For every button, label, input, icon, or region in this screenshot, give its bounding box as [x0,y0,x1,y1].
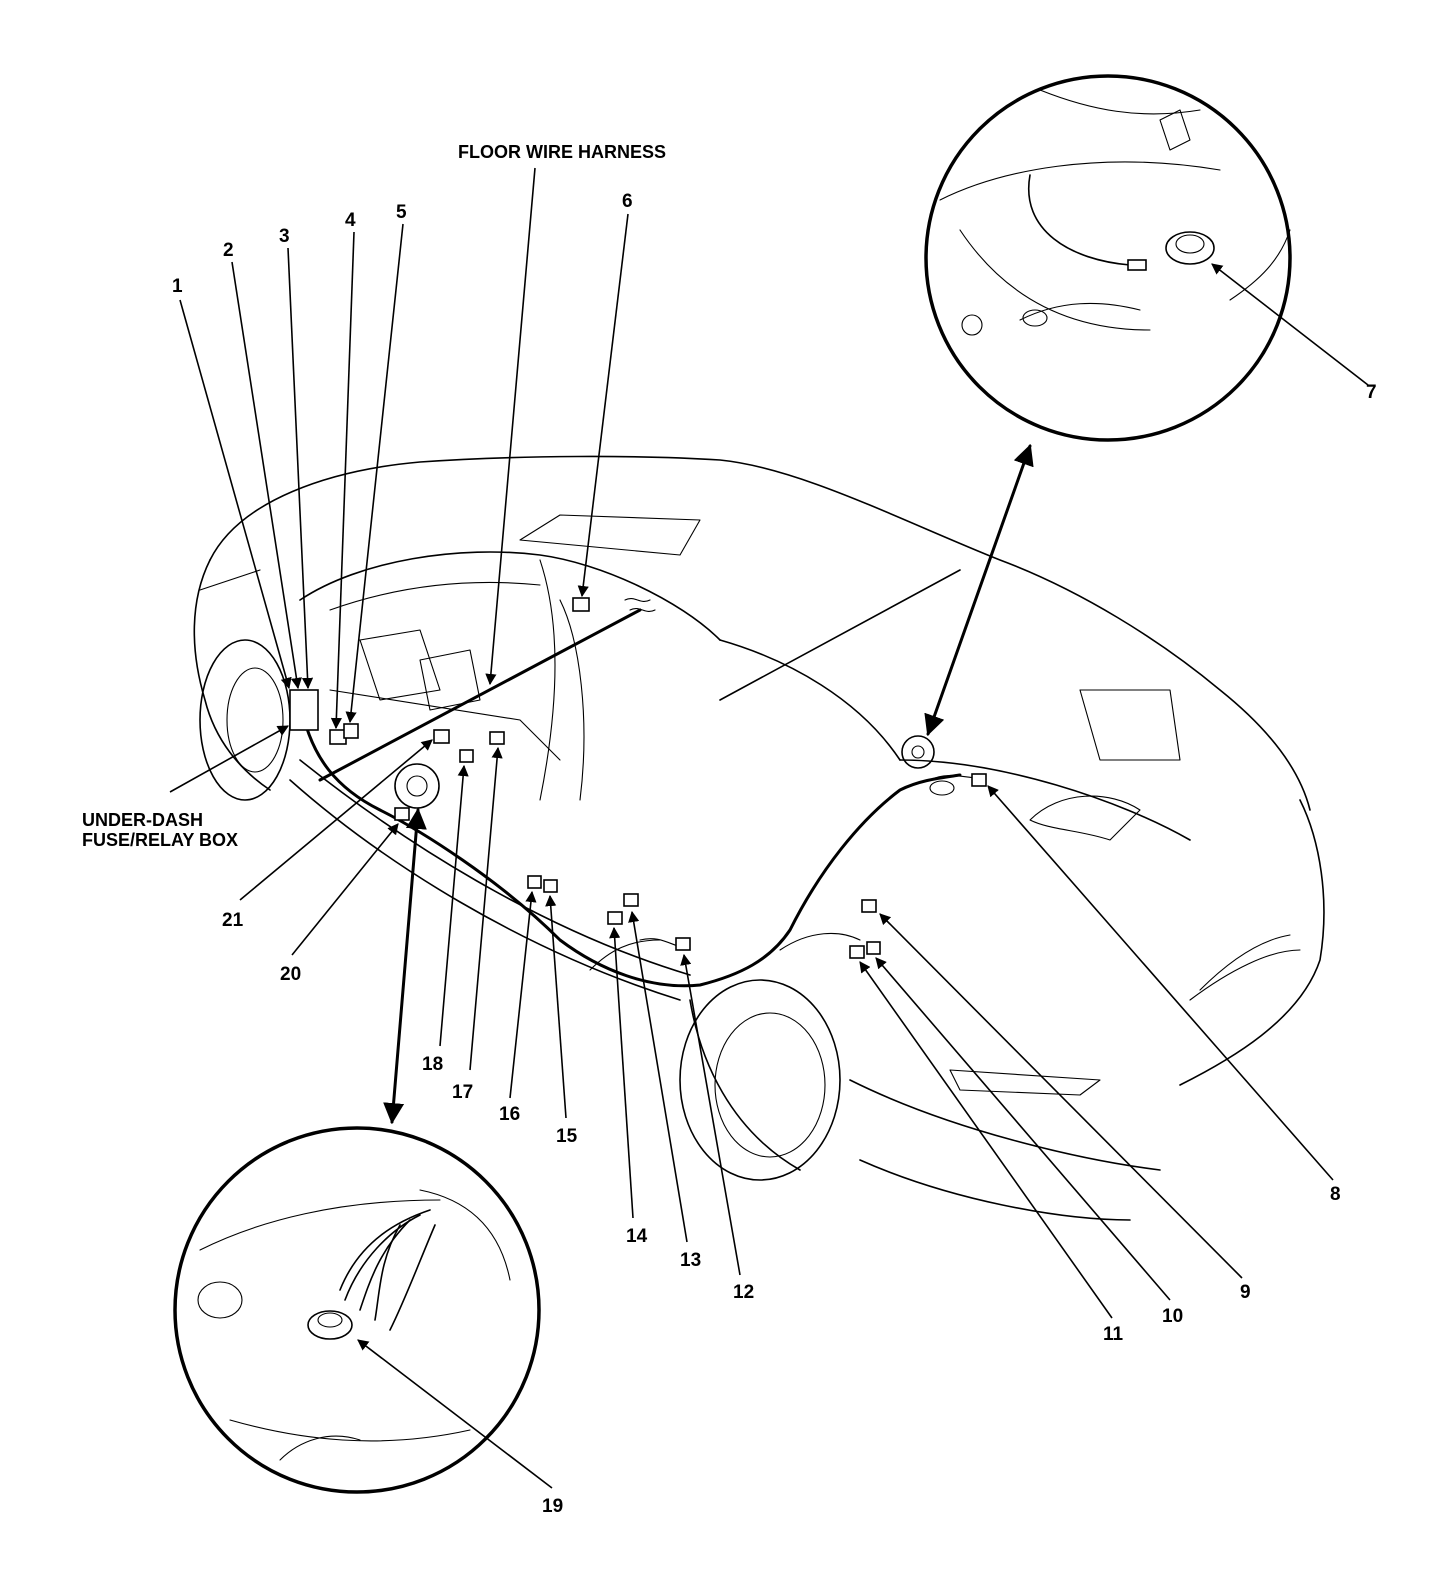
callout-7: 7 [1366,382,1377,403]
callout-15: 15 [556,1126,578,1147]
detail-view-19 [173,1126,541,1494]
callout-18: 18 [422,1054,443,1075]
callout-5: 5 [396,202,407,223]
callout-1: 1 [172,276,183,297]
callout-9: 9 [1240,1282,1251,1303]
callout-19: 19 [542,1496,563,1517]
callout-14: 14 [626,1226,648,1247]
callout-21: 21 [222,910,244,931]
callout-6: 6 [622,191,633,212]
callout-17: 17 [452,1082,473,1103]
callout-16: 16 [499,1104,520,1125]
callout-2: 2 [223,240,234,261]
callout-8: 8 [1330,1184,1341,1205]
callout-11: 11 [1103,1324,1124,1345]
callout-3: 3 [279,226,290,247]
callout-numbers: 1 2 3 4 5 6 7 8 9 10 11 12 13 14 15 16 1… [172,191,1377,1517]
floor-wire-harness-label: FLOOR WIRE HARNESS [458,142,666,162]
callout-13: 13 [680,1250,701,1271]
under-dash-label-line1: UNDER-DASH [82,810,203,830]
leader-lines [169,167,1369,1489]
callout-10: 10 [1162,1306,1183,1327]
harness [298,598,986,988]
detail-view-7 [924,74,1292,442]
connectors [289,597,987,959]
callout-12: 12 [733,1282,754,1303]
callout-20: 20 [280,964,301,985]
car-body [193,455,1325,1221]
under-dash-label-line2: FUSE/RELAY BOX [82,830,238,850]
callout-4: 4 [345,210,356,231]
